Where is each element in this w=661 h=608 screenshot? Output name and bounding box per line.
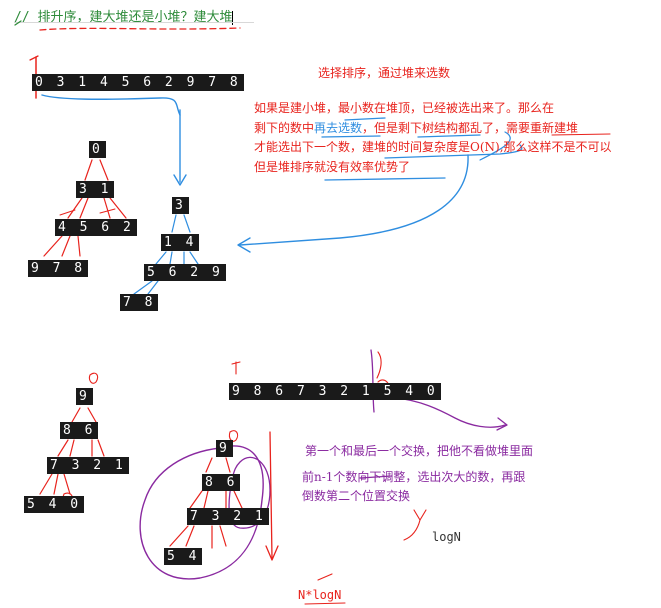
min-heap-level3: 9 7 8 [28,260,89,277]
code-divider [14,22,254,23]
swapped-level3: 5 4 [164,548,203,565]
max-heap-level0: 9 [76,388,93,405]
rebuilt-level0: 3 [172,197,189,214]
swapped-level0: 9 [216,440,233,457]
max-heap-level1: 8 6 [60,422,99,439]
min-heap-level2: 4 5 6 2 [55,219,137,236]
note-explain-2: 剩下的数中再去选数，但是剩下树结构都乱了，需要重新建堆 [254,119,578,136]
bottom-array: 9 8 6 7 3 2 1 5 4 0 [229,383,441,400]
text-cursor [232,10,234,25]
rebuilt-level3: 7 8 [120,294,159,311]
code-comment: // 排升序，建大堆还是小堆？建大堆 [14,10,234,25]
min-heap-level1: 3 1 [76,181,115,198]
note-explain-4: 但是堆排序就没有效率优势了 [254,160,411,174]
max-heap-level2: 7 3 2 1 [47,457,129,474]
rebuilt-level2: 5 6 2 9 [144,264,226,281]
note-logn: logN [432,530,461,544]
top-array: 0 3 1 4 5 6 2 9 7 8 [32,74,244,91]
note-explain-2a: 剩下的数中 [254,121,315,135]
note-swap: 第一个和最后一个交换，把他不看做堆里面 [305,444,534,458]
note-adjust-2: 倒数第二个位置交换 [302,489,411,503]
note-explain-2c: ，但是剩下树结构都乱了，需要重新建堆 [362,121,579,135]
swapped-level2: 7 3 2 1 [187,508,269,525]
rebuilt-level1: 1 4 [161,234,200,251]
swapped-level1: 8 6 [202,474,241,491]
note-explain-1: 如果是建小堆，最小数在堆顶，已经被选出来了。那么在 [254,101,555,115]
note-select-sort: 选择排序，通过堆来选数 [318,66,451,80]
note-explain-3: 才能选出下一个数，建堆的时间复杂度是O(N),那么这样不是不可以 [254,140,612,154]
note-nlogn: N*logN [298,588,342,602]
note-explain-2b: 再去选数 [314,121,363,135]
note-adjust-1: 前n-1个数向下调整，选出次大的数，再跟 [302,470,526,484]
max-heap-level3: 5 4 0 [24,496,85,513]
min-heap-level0: 0 [89,141,106,158]
